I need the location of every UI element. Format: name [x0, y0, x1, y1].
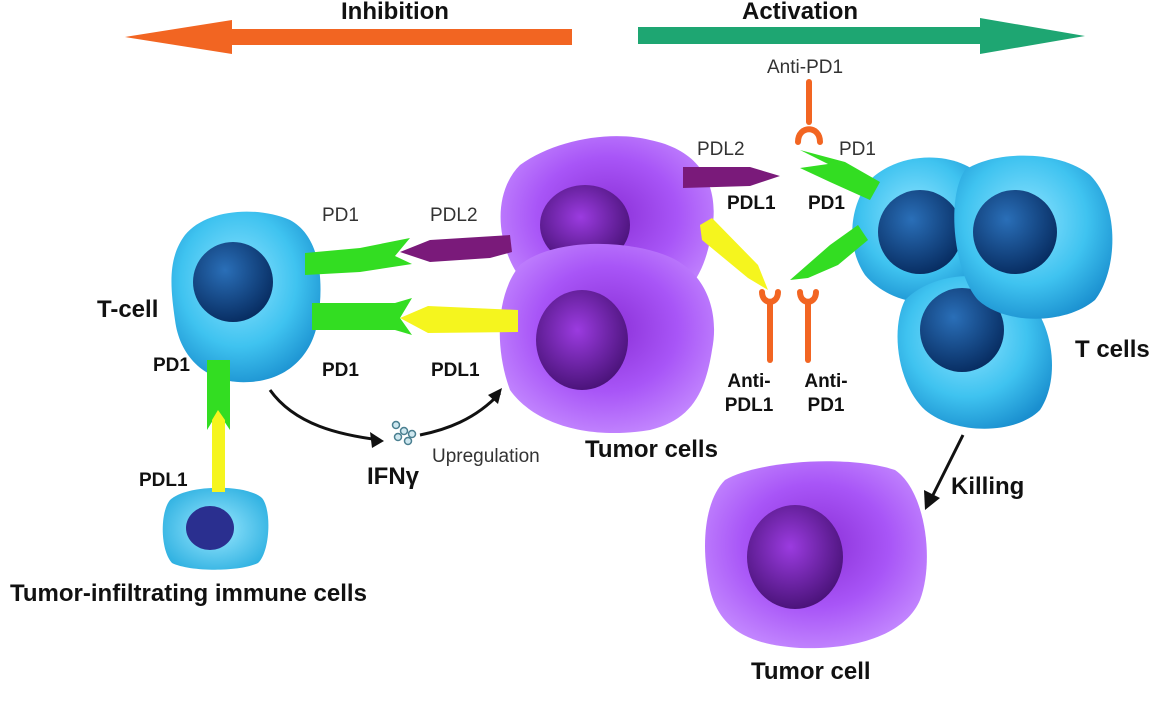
- pd1-lower-mid-label: PD1: [322, 360, 359, 381]
- t-cell-left: [171, 211, 321, 383]
- pd1-right-lower: [790, 225, 868, 280]
- killing-arrow: [924, 434, 965, 510]
- killing-label: Killing: [951, 473, 1025, 500]
- pdl2-top-label: PDL2: [697, 139, 745, 160]
- pd1-right-upper: [800, 150, 880, 200]
- anti-pd1-top-label: Anti-PD1: [767, 57, 844, 78]
- anti-pd1-label: Anti- PD1: [804, 371, 848, 416]
- tumor-infiltrating-label: Tumor-infiltrating immune cells: [10, 580, 367, 607]
- inhibition-label: Inhibition: [341, 0, 449, 25]
- anti-pdl1-antibody: [759, 289, 781, 363]
- pd1-center-label: PD1: [808, 193, 845, 214]
- pdl1-right-diagonal: [700, 218, 768, 290]
- pd1-pdl2-binding-left: [305, 235, 512, 275]
- pdl1-lower-mid-label: PDL1: [431, 360, 480, 381]
- tumor-nucleus-lower: [536, 290, 628, 390]
- anti-pd1-antibody: [797, 289, 819, 363]
- t-cell-nucleus: [193, 242, 273, 322]
- activation-label: Activation: [742, 0, 859, 25]
- tumor-nucleus-bottom: [747, 505, 843, 609]
- anti-pd1-antibody-top: [795, 79, 823, 145]
- pd1-top-label: PD1: [839, 139, 876, 160]
- pd1-upper-left-label: PD1: [322, 205, 359, 226]
- immune-cell: [162, 487, 269, 570]
- pdl2-right: [683, 167, 780, 188]
- pd1-pdl1-binding-vertical: [207, 360, 230, 492]
- inhibition-arrow: [125, 20, 572, 54]
- t-cell-label: T-cell: [97, 296, 159, 323]
- ifn-curved-arrows: [268, 389, 502, 442]
- pd1-pdl1-binding-left: [312, 298, 518, 335]
- ifn-gamma-label: IFNγ: [367, 463, 420, 490]
- pdl2-left-label: PDL2: [430, 205, 478, 226]
- tumor-cell-lower: [499, 243, 715, 434]
- pdl1-center-label: PDL1: [727, 193, 776, 214]
- ifn-molecule-icon: [391, 420, 417, 446]
- upregulation-label: Upregulation: [432, 446, 540, 467]
- tumor-cell-label: Tumor cell: [751, 658, 871, 685]
- t-cells-label: T cells: [1075, 336, 1150, 363]
- tumor-cells-label: Tumor cells: [585, 436, 718, 463]
- immune-cell-nucleus: [186, 506, 234, 550]
- t-cells-right: [852, 155, 1113, 429]
- activation-arrow: [638, 18, 1085, 54]
- anti-pdl1-label: Anti- PDL1: [724, 371, 774, 416]
- tumor-cell-bottom: [705, 461, 927, 649]
- pdl1-bottom-left-label: PDL1: [139, 470, 188, 491]
- pd1-vertical-label: PD1: [153, 355, 190, 376]
